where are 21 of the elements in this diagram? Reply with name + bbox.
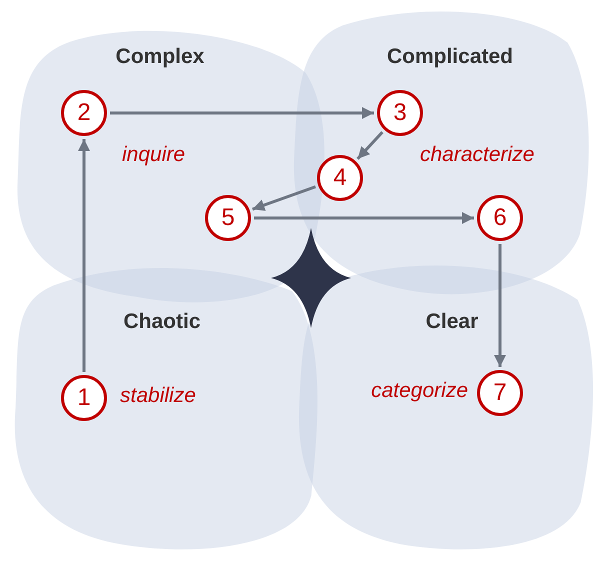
step-number-circle: 5 [205, 195, 251, 241]
step-number-circle: 2 [61, 90, 107, 136]
arrow [254, 212, 474, 224]
step-number-circle: 3 [377, 90, 423, 136]
region-title: Chaotic [124, 310, 200, 334]
step-number-circle: 7 [477, 370, 523, 416]
step-caption: categorize [370, 379, 468, 403]
step-number-circle: 6 [477, 195, 523, 241]
step-caption: characterize [420, 143, 534, 167]
region-title: Complex [116, 45, 204, 69]
step-caption: inquire [122, 143, 186, 167]
arrow [78, 139, 90, 372]
arrow [356, 131, 384, 160]
step-number-circle: 1 [61, 375, 107, 421]
step-caption: stabilize [120, 384, 196, 408]
arrow [494, 244, 506, 367]
star-shape [271, 228, 351, 328]
region-title: Complicated [386, 45, 514, 69]
arrow [252, 185, 316, 211]
arrow [110, 107, 374, 119]
region-title: Clear [426, 310, 478, 334]
